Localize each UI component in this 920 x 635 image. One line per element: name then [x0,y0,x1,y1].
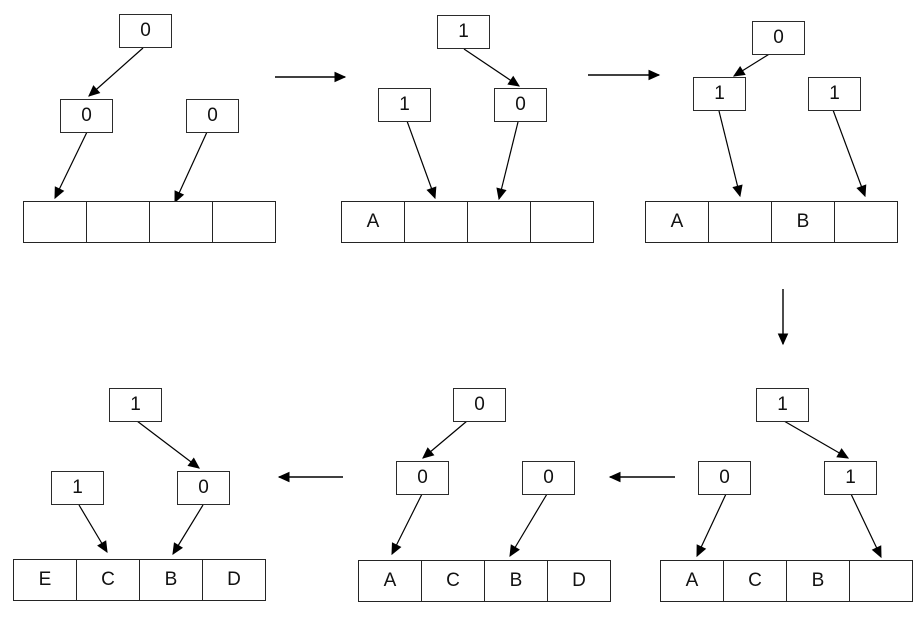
tree-node-left: 1 [693,77,746,111]
edge-arrow [496,121,519,201]
array-cell: D [547,560,611,602]
array-cell: C [723,560,787,602]
tree-node-root: 1 [437,15,490,49]
array-cell [708,201,772,243]
array-cell: B [484,560,548,602]
array-cell: D [202,559,266,601]
tree-node-root: 1 [756,388,809,422]
tree-node-left: 1 [51,471,104,505]
edge-arrow [54,131,88,200]
array-cell: B [771,201,835,243]
tree-node-right: 0 [186,99,239,133]
edge-arrow [696,493,727,558]
tree-node-left: 0 [698,461,751,495]
tree-node-root: 0 [119,14,172,48]
edge-arrow [509,493,548,558]
tree-node-right: 0 [177,471,230,505]
array-cell: C [76,559,140,601]
array-state-6: E C B D [13,559,266,601]
array-cell [834,201,898,243]
edge-arrow [463,48,521,87]
array-cell [404,201,468,243]
edge-arrow [718,110,743,198]
edge-arrow [406,120,437,200]
array-state-5: A C B D [358,560,611,602]
array-cell [86,201,150,243]
tree-node-root: 1 [109,388,162,422]
array-cell [530,201,594,243]
tree-node-right: 0 [522,461,575,495]
array-cell: E [13,559,77,601]
tree-node-left: 0 [60,99,113,133]
array-state-1 [23,201,276,243]
array-state-3: A B [645,201,898,243]
edge-arrow [850,493,882,559]
array-cell: A [660,560,724,602]
array-state-4: A C B [660,560,913,602]
array-cell: A [645,201,709,243]
tree-node-right: 0 [494,88,547,122]
array-state-2: A [341,201,594,243]
edge-arrow [732,52,772,77]
tree-node-root: 0 [453,388,506,422]
edge-arrow [422,420,468,459]
array-cell: C [421,560,485,602]
edge-arrow [174,131,208,204]
array-cell: B [786,560,850,602]
array-cell [849,560,913,602]
edge-arrow [88,47,144,97]
tree-node-left: 1 [378,88,431,122]
array-cell [23,201,87,243]
tree-node-root: 0 [752,21,805,55]
tree-node-left: 0 [396,461,449,495]
edge-arrow [783,420,850,459]
edge-arrow [136,420,200,469]
edge-arrow [832,109,867,198]
array-cell [149,201,213,243]
array-cell [467,201,531,243]
edge-arrow [172,504,204,556]
edge-arrow [78,504,108,554]
tree-node-right: 1 [808,77,861,111]
array-cell: A [341,201,405,243]
array-cell [212,201,276,243]
edge-arrow [391,493,423,556]
tree-node-right: 1 [824,461,877,495]
array-cell: B [139,559,203,601]
array-cell: A [358,560,422,602]
